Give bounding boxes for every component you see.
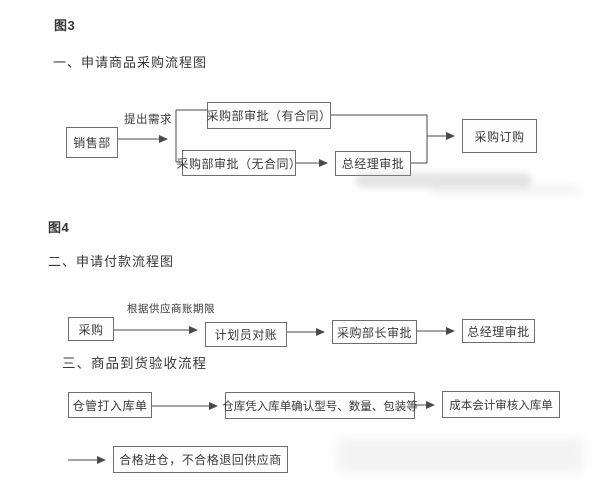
watermark-smudge [430,185,580,195]
node-cost-accounting-review: 成本会计审核入库单 [442,391,560,418]
edge-label-supplier-terms: 根据供应商账期限 [127,303,215,315]
node-purchase-order: 采购订购 [462,119,537,153]
node-gm-approval-fig3: 总经理审批 [335,151,411,176]
figure3-caption: 图3 [54,18,76,33]
node-gm-approval-fig4: 总经理审批 [462,319,535,343]
node-sales-dept: 销售部 [66,127,118,158]
node-acceptance-result: 合格进仓，不合格退回供应商 [113,446,288,473]
section3-heading: 三、商品到货验收流程 [62,356,207,371]
node-approval-without-contract: 采购部审批（无合同） [177,150,301,176]
figure4-heading: 二、申请付款流程图 [48,254,175,269]
node-planner-reconciliation: 计划员对账 [205,322,287,347]
node-warehouse-creates-receipt: 仓管打入库单 [68,392,152,418]
node-approval-with-contract: 采购部审批（有合同） [207,102,331,129]
node-dept-head-approval: 采购部长审批 [332,320,417,344]
node-warehouse-confirms-goods: 仓库凭入库单确认型号、数量、包装等 [222,392,418,419]
watermark-smudge [338,438,583,472]
figure3-heading: 一、申请商品采购流程图 [53,55,208,70]
figure4-caption: 图4 [48,220,70,235]
node-purchasing: 采购 [68,317,114,341]
edge-label-raise-demand: 提出需求 [124,114,172,126]
